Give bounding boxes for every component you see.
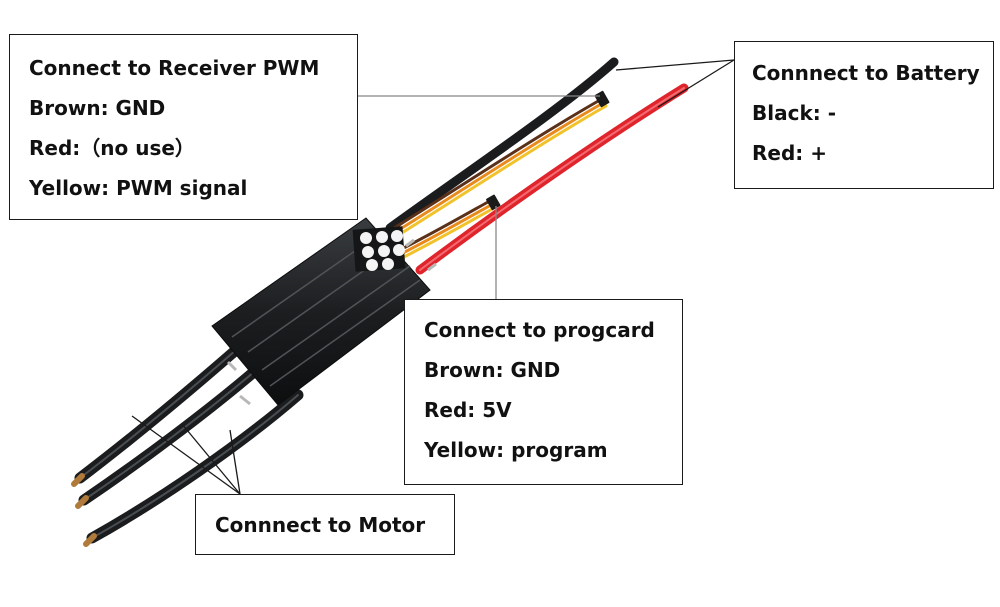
- receiver-connector: [594, 90, 610, 108]
- receiver-callout: Connect to Receiver PWM Brown: GND Red:（…: [9, 34, 358, 220]
- receiver-callout-line: Yellow: PWM signal: [29, 176, 248, 200]
- progcard-callout-line: Brown: GND: [424, 358, 561, 382]
- motor-wires: [74, 344, 304, 544]
- motor-callout: Connnect to Motor: [195, 494, 455, 555]
- progcard-callout-title: Connect to progcard: [424, 318, 655, 342]
- battery-leader-line-black: [615, 59, 735, 71]
- receiver-callout-line: Brown: GND: [29, 96, 166, 120]
- battery-wires: [385, 57, 689, 275]
- battery-callout-title: Connnect to Battery: [752, 61, 980, 85]
- battery-callout-line: Black: -: [752, 101, 837, 125]
- progcard-callout: Connect to progcard Brown: GND Red: 5V Y…: [404, 299, 683, 485]
- progcard-connector: [486, 194, 501, 211]
- motor-wire-2: [78, 359, 268, 506]
- motor-leader-line-3: [229, 429, 241, 495]
- motor-leader-line-1: [131, 415, 241, 495]
- leader-lines: [131, 59, 735, 495]
- receiver-callout-title: Connect to Receiver PWM: [29, 56, 320, 80]
- battery-callout: Connnect to Battery Black: - Red: +: [734, 41, 994, 189]
- progcard-callout-line: Red: 5V: [424, 398, 512, 422]
- motor-wire-tips: [71, 473, 97, 547]
- receiver-signal-wires: [376, 98, 608, 246]
- progcard-callout-line: Yellow: program: [424, 438, 608, 462]
- solder-pins: [226, 238, 437, 406]
- pin-header: [352, 226, 406, 272]
- receiver-callout-line: Red:（no use）: [29, 136, 195, 160]
- battery-wire-black: [385, 57, 619, 233]
- battery-callout-line: Red: +: [752, 141, 827, 165]
- battery-leader-line-red: [657, 59, 735, 108]
- motor-callout-title: Connnect to Motor: [215, 513, 426, 537]
- motor-leader-line-2: [181, 423, 241, 495]
